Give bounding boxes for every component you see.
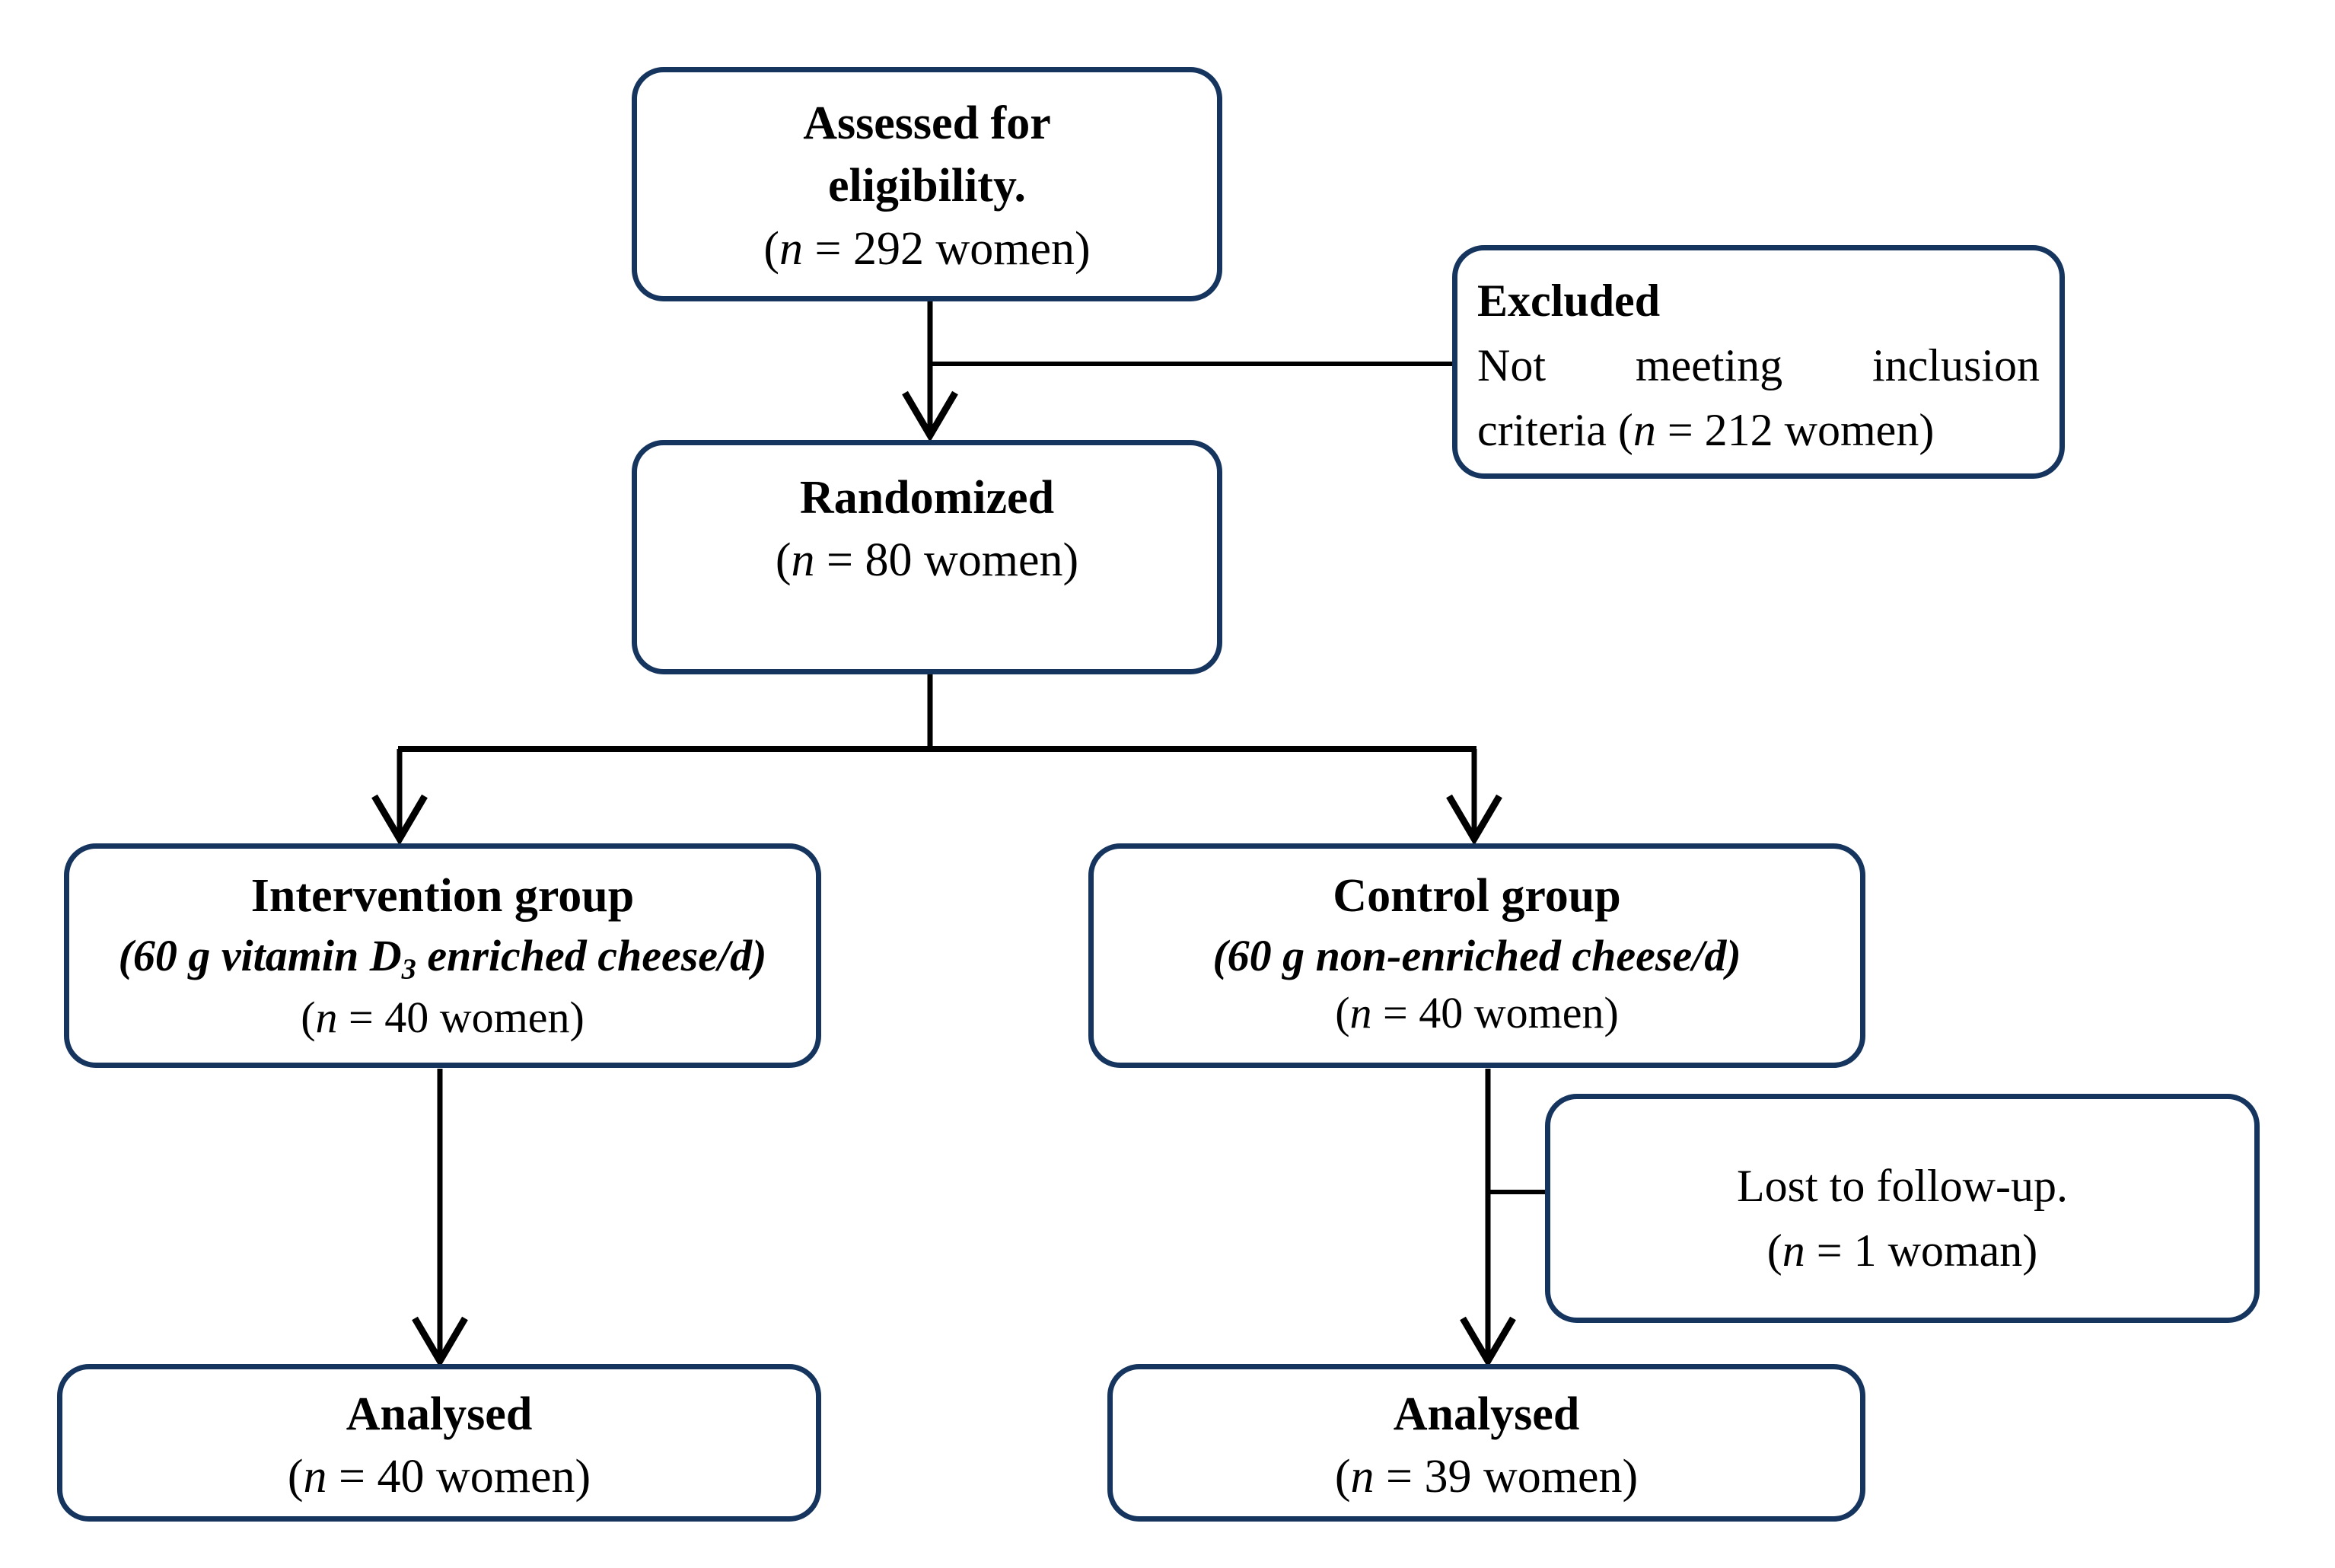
excluded-n-value: = 212 women) [1655,405,1935,456]
analysed-left-n-symbol: n [303,1451,327,1503]
excluded-heading: Excluded [1477,276,1661,326]
node-excluded-content: Excluded Not meeting inclusion criteria … [1477,269,2040,464]
intervention-line-1: Intervention group [250,870,635,922]
connector-randomized-split [371,674,1502,846]
randomized-n-symbol: n [791,534,815,587]
lost-count: (n = 1 woman) [1550,1219,2254,1283]
node-randomized: Randomized (n = 80 women) [632,440,1222,674]
analysed-left-line-1: Analysed [346,1388,533,1440]
connector-intervention-to-analysed [412,1069,468,1368]
node-analysed-right-content: Analysed (n = 39 women) [1113,1383,1860,1509]
node-control-content: Control group (60 g non-enriched cheese/… [1094,865,1860,1041]
control-paren-open: ( [1335,987,1350,1037]
analysed-left-n-value: = 40 women) [327,1451,591,1503]
node-analysed-intervention: Analysed (n = 40 women) [57,1364,821,1522]
analysed-right-line-1: Analysed [1393,1388,1580,1440]
randomized-paren-open: ( [775,534,792,587]
assessed-count: (n = 292 women) [637,218,1217,280]
assessed-n-value: = 292 women) [803,222,1091,275]
analysed-right-count: (n = 39 women) [1113,1445,1860,1508]
node-lost-content: Lost to follow-up. (n = 1 woman) [1550,1154,2254,1283]
assessed-line-2: eligibility. [827,160,1027,212]
node-lost-to-followup: Lost to follow-up. (n = 1 woman) [1545,1094,2260,1323]
node-excluded: Excluded Not meeting inclusion criteria … [1452,245,2065,479]
intervention-dose-a: (60 g vitamin D [118,930,402,980]
assessed-paren-open: ( [763,222,779,275]
node-intervention-group: Intervention group (60 g vitamin D3 enri… [64,843,821,1068]
connector-control-to-analysed [1460,1069,1516,1368]
control-n-symbol: n [1349,987,1372,1037]
intervention-d3-subscript: 3 [401,953,416,986]
lost-line-1: Lost to follow-up. [1737,1161,2068,1211]
control-line-1: Control group [1333,870,1621,922]
node-control-group: Control group (60 g non-enriched cheese/… [1088,843,1865,1068]
excluded-n-symbol: n [1633,405,1656,456]
intervention-dose-line: (60 g vitamin D3 enriched cheese/d) [69,927,816,989]
node-analysed-left-content: Analysed (n = 40 women) [62,1383,816,1509]
control-count: (n = 40 women) [1094,984,1860,1041]
intervention-dose-b: enriched cheese/d) [416,930,767,980]
randomized-line-1: Randomized [799,472,1055,524]
control-dose-line: (60 g non-enriched cheese/d) [1212,930,1741,980]
node-analysed-control: Analysed (n = 39 women) [1107,1364,1865,1522]
node-assessed-content: Assessed for eligibility. (n = 292 women… [637,92,1217,280]
lost-n-value: = 1 woman) [1805,1225,2038,1276]
excluded-criteria-prefix: criteria ( [1477,405,1633,456]
lost-paren-open: ( [1766,1225,1782,1276]
analysed-left-paren-open: ( [287,1451,304,1503]
assessed-n-symbol: n [779,222,803,275]
node-assessed-for-eligibility: Assessed for eligibility. (n = 292 women… [632,67,1222,301]
node-randomized-content: Randomized (n = 80 women) [637,467,1217,592]
excluded-body-line-1: Not meeting inclusion [1477,340,2040,391]
node-intervention-content: Intervention group (60 g vitamin D3 enri… [69,865,816,1046]
lost-n-symbol: n [1782,1225,1805,1276]
randomized-n-value: = 80 women) [814,534,1079,587]
analysed-left-count: (n = 40 women) [62,1445,816,1508]
analysed-right-n-value: = 39 women) [1374,1451,1639,1503]
excluded-body-line-2: criteria (n = 212 women) [1477,398,2040,463]
control-n-value: = 40 women) [1371,987,1619,1037]
intervention-n-symbol: n [315,993,338,1043]
intervention-count: (n = 40 women) [69,989,816,1046]
intervention-n-value: = 40 women) [337,993,585,1043]
analysed-right-paren-open: ( [1334,1451,1351,1503]
intervention-paren-open: ( [301,993,316,1043]
connector-assessed-to-randomized [902,301,958,442]
assessed-line-1: Assessed for [803,97,1051,149]
randomized-count: (n = 80 women) [637,529,1217,591]
analysed-right-n-symbol: n [1350,1451,1375,1503]
